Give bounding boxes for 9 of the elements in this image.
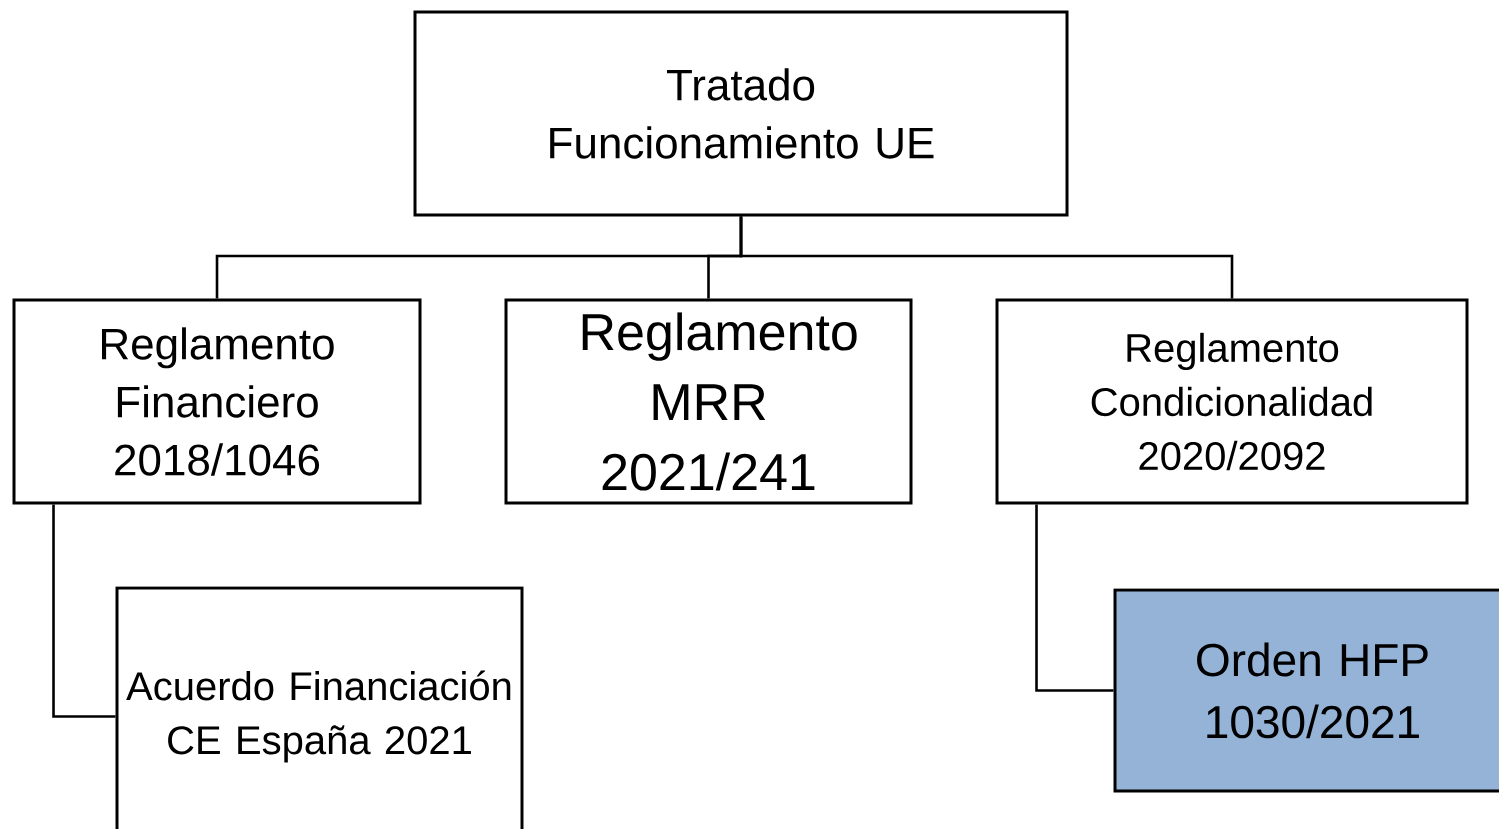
document-box: Acuerdo Financiación CE España 2021: [115, 586, 524, 829]
document-box: Tratado Funcionamiento UE: [413, 10, 1069, 217]
document-box: Orden HFP 1030/2021: [1113, 588, 1499, 793]
connector-line: [739, 216, 1234, 299]
document-box: Reglamento MRR 2021/241: [504, 298, 913, 505]
document-box: Reglamento Financiero 2018/1046: [12, 298, 422, 505]
document-box: Reglamento Condicionalidad 2020/2092: [995, 298, 1469, 505]
connector-line: [1035, 504, 1114, 692]
connector-line: [52, 504, 116, 718]
